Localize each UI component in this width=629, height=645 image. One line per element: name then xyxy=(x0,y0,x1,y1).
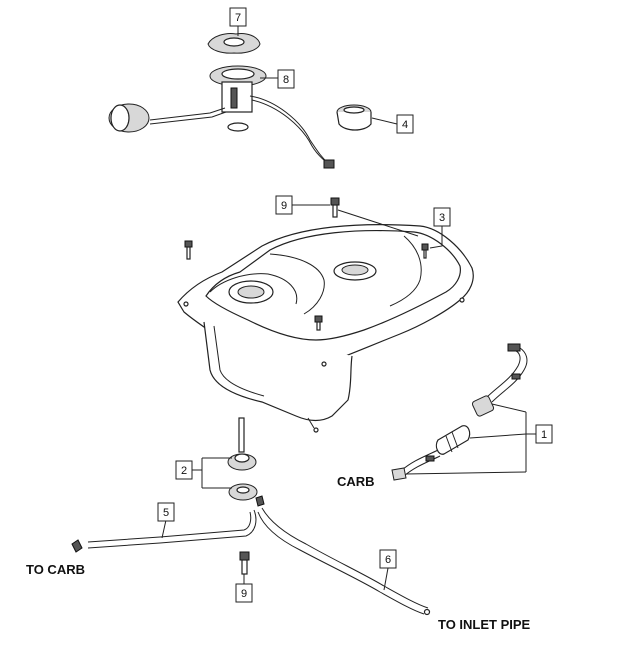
callout-9-top: 9 xyxy=(275,195,293,215)
svg-text:5: 5 xyxy=(163,507,169,519)
part-7-lock-ring xyxy=(207,33,261,54)
svg-text:7: 7 xyxy=(235,12,241,24)
callout-4: 4 xyxy=(396,114,414,134)
float-assembly xyxy=(108,103,227,133)
svg-text:9: 9 xyxy=(281,200,287,212)
part-4-filler-cap xyxy=(336,104,372,131)
svg-text:3: 3 xyxy=(439,212,445,224)
label-to-inlet-pipe: TO INLET PIPE xyxy=(438,617,531,632)
part-8-fuel-sender xyxy=(209,65,335,169)
part-9-bolt-bottom xyxy=(239,551,250,575)
callout-9-bottom: 9 xyxy=(235,583,253,603)
part-2-fuel-tap xyxy=(227,417,258,501)
svg-text:8: 8 xyxy=(283,74,289,86)
callout-3: 3 xyxy=(433,207,451,227)
svg-text:9: 9 xyxy=(241,588,247,600)
label-to-carb: TO CARB xyxy=(26,562,85,577)
part-5-hose xyxy=(71,509,257,553)
callout-6: 6 xyxy=(379,549,397,569)
callout-8: 8 xyxy=(277,69,295,89)
callout-2: 2 xyxy=(175,460,193,480)
callout-7: 7 xyxy=(229,7,247,27)
part-9-bolt-top xyxy=(330,197,340,218)
svg-text:6: 6 xyxy=(385,554,391,566)
label-carb: CARB xyxy=(337,474,375,489)
svg-text:1: 1 xyxy=(541,429,547,441)
tank-bolt-left xyxy=(184,240,193,260)
part-6-hose xyxy=(255,495,431,616)
callout-5: 5 xyxy=(157,502,175,522)
leader-lines xyxy=(161,26,536,591)
part-1-fuel-filter-hoses xyxy=(391,343,528,481)
fuel-tank xyxy=(177,224,474,433)
svg-text:2: 2 xyxy=(181,465,187,477)
svg-text:4: 4 xyxy=(402,119,408,131)
callout-1: 1 xyxy=(535,424,553,444)
